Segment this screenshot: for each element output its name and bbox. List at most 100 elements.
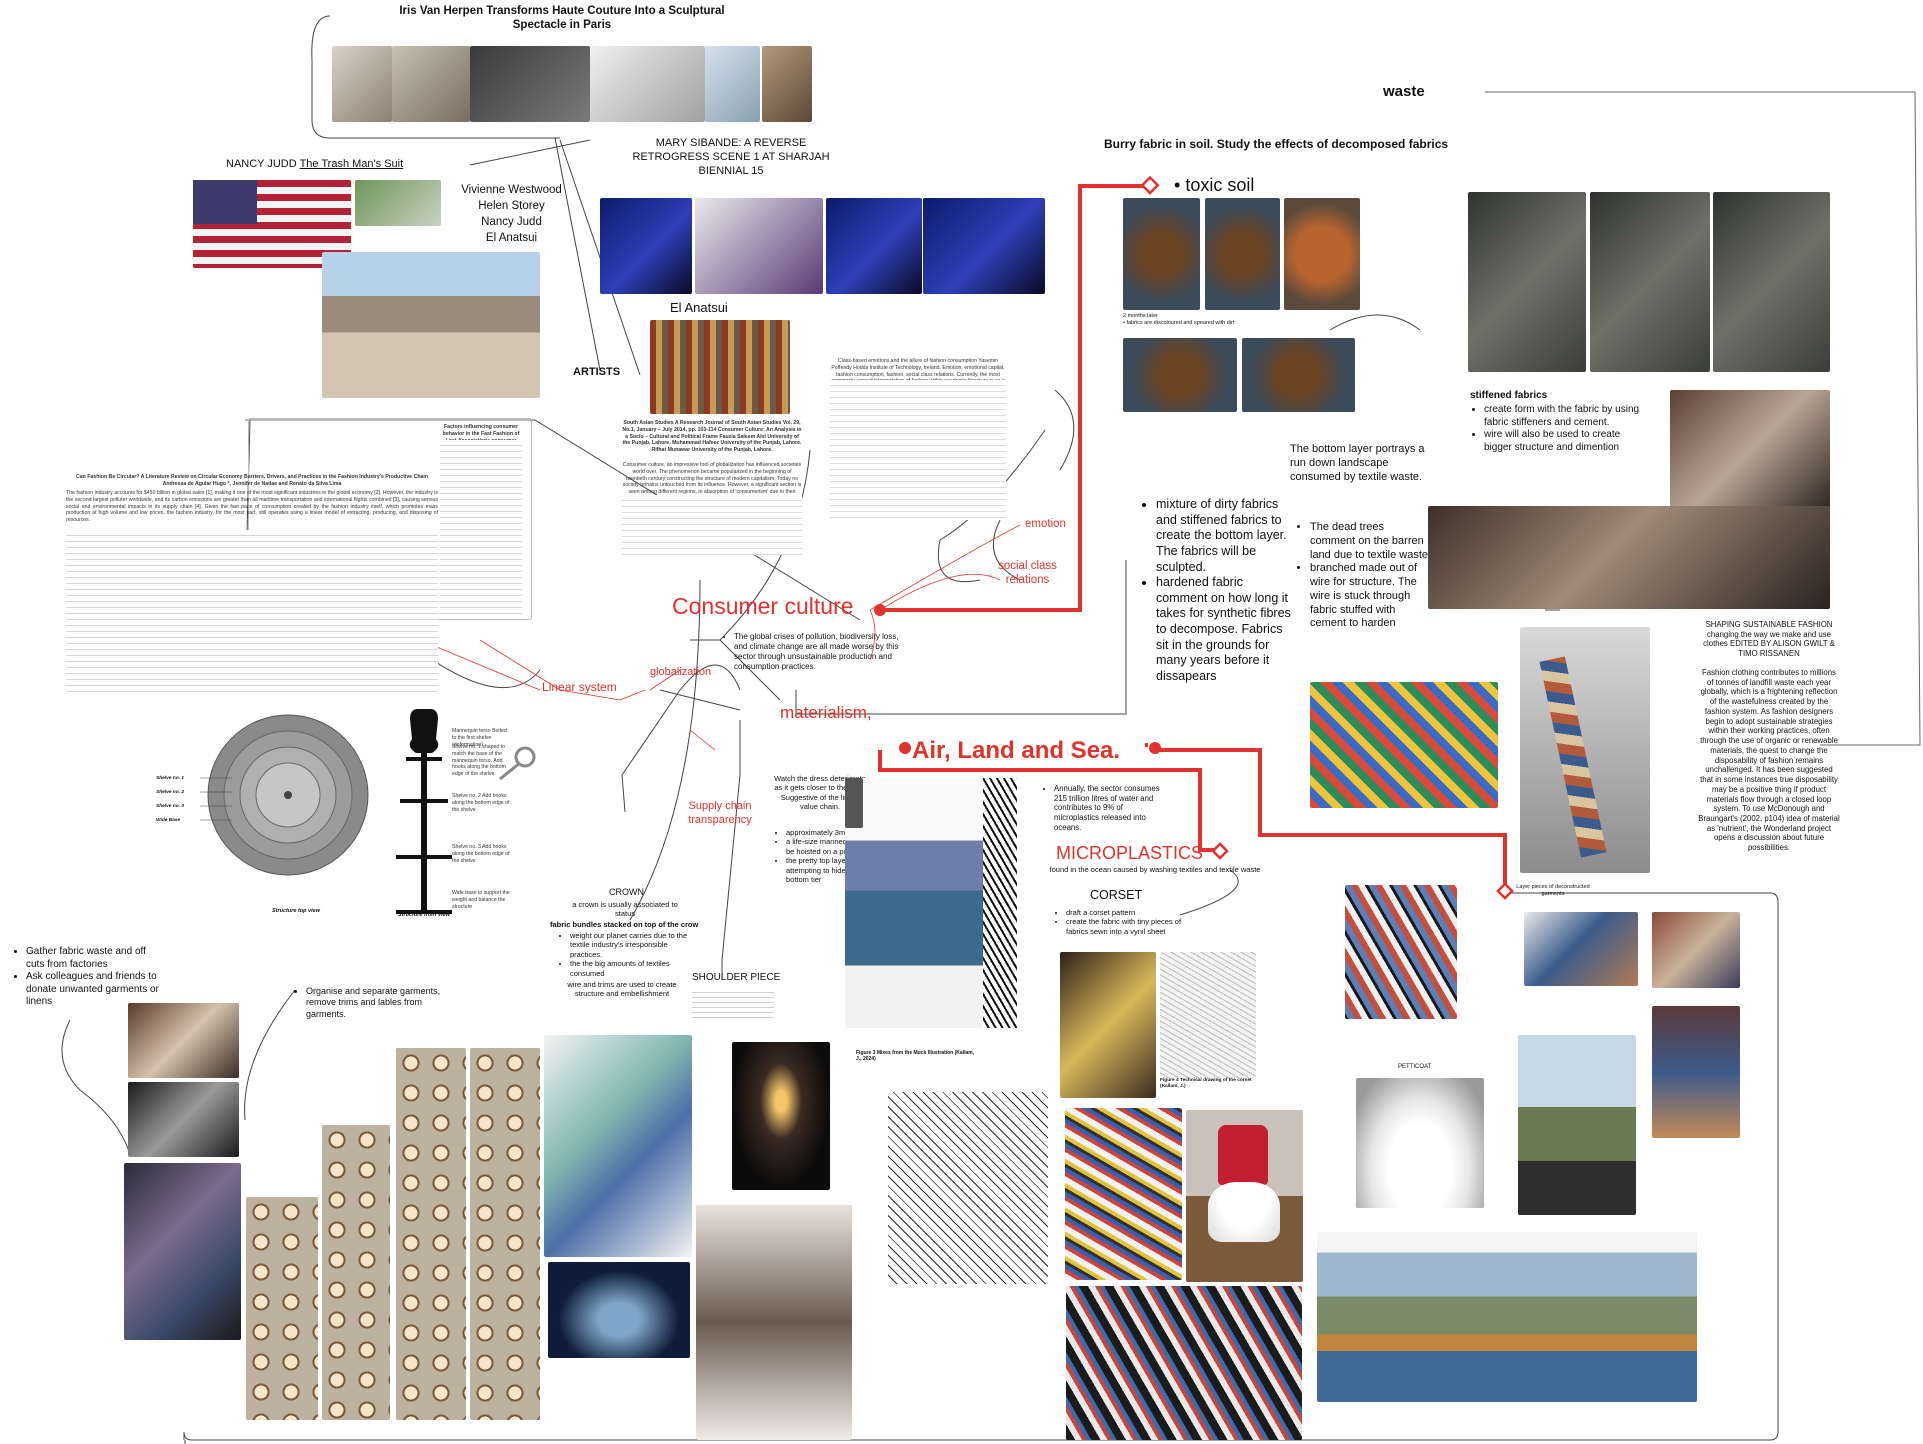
crown-sub: fabric bundles stacked on top of the cro… [550,920,699,929]
layer-pieces-label: Layer pieces of deconstructed garments [1516,884,1590,897]
dead-trees-list: The dead trees comment on the barren lan… [1296,521,1432,631]
stiffened-photo-1 [1670,390,1830,510]
shoulder-text-lines [692,988,774,1018]
artist-name: Nancy Judd [481,216,542,229]
shelve-label-2: Shelve no. 2 [156,790,184,795]
materialism-node: materialism, [780,703,872,722]
soil-caption: 2 months later • fabrics are discoloured… [1123,313,1235,326]
emotion-paper-text-lines [830,380,1006,520]
shoulder-title: SHOULDER PIECE [692,972,781,983]
soil-photo-4 [1123,338,1237,412]
artist-name: El Anatsui [485,232,538,245]
social-class-node: social class relations [998,560,1057,587]
trash-mans-suit-link[interactable]: The Trash Man's Suit [299,158,404,170]
corset-panel-photo [1066,1286,1302,1440]
mannequin-skirt-photo [1186,1110,1303,1282]
mud-fabric-photo-3 [1713,192,1830,372]
torso-note: Mannequin torso Bolted to the first shel… [452,728,507,748]
layer-photo-3 [1652,1006,1740,1138]
fabric-tree-sculpture-photo [1520,627,1650,873]
figure-3-caption: Figure 3 Mixes from the Muck Illustratio… [856,1050,975,1063]
shoulder-piece-photo [696,1205,852,1440]
crown-sketch-photo [548,1262,690,1358]
wide-base-label: Wide Base [156,818,181,823]
sibande-title: MARY SIBANDE: A REVERSE RETROGRESS SCENE… [632,137,830,177]
structure-top-caption: Structure top view [272,908,320,914]
waste-photo-2 [128,1082,239,1157]
stiffened-title: stiffened fabrics [1470,390,1548,401]
layer-photo-1 [1524,912,1638,986]
petticoat-label: PETTICOAT [1398,1064,1432,1070]
tree-stand-photo [1518,1035,1636,1215]
waste-photo-3 [124,1163,241,1340]
emotion-node: emotion [1025,518,1066,530]
soil-photo-3 [1284,198,1360,310]
annual-bullet: Annually, the sector consumes 215 trilli… [1040,784,1170,833]
candle-photo [732,1042,830,1190]
crown-list: weight our planet carries due to the tex… [556,931,696,978]
bodice-sketch [888,1092,1048,1284]
circular-paper-text-lines [66,530,438,695]
el-anatsui-label: El Anatsui [670,300,728,315]
structure-front-caption: Structure front view [398,912,450,918]
el-anatsui-photo [650,320,790,414]
iris-photo-1 [332,46,392,122]
waste-photo-1 [128,1003,239,1078]
nancy-judd-heading: NANCY JUDD The Trash Man's Suit [226,158,404,170]
trash-suit-photo [355,180,441,226]
mixture-list: mixture of dirty fabrics and stiffened f… [1142,497,1294,685]
cups-photo-2 [322,1125,390,1420]
waste-title: waste [1383,83,1425,100]
sibande-photo-4 [923,198,1045,294]
tech-drawing-caption: Figure 4 Technical drawing of the corset… [1160,1078,1252,1089]
sibande-photo-1 [600,198,692,294]
shelve-3-note: Shelve no. 3 Add hooks along the bottom … [452,844,510,864]
microplastics-node: MICROPLASTICS [1056,843,1204,863]
artist-name: Helen Storey [478,200,545,213]
soil-photo-2 [1205,198,1280,310]
shelve-label-1: Shelve no. 1 [156,776,184,781]
mud-fabric-photo-1 [1468,192,1586,372]
shaping-title: SHAPING SUSTAINABLE FASHION changing the… [1703,620,1835,659]
soil-photo-5 [1242,338,1355,412]
nancy-judd-photo [322,252,540,398]
corset-photo [1060,952,1156,1098]
globalization-node: globalization [650,666,712,678]
sketchbook-fabric-photo [1310,682,1498,808]
iris-photo-4 [590,46,705,122]
supply-chain-node: Supply chain transparency [688,800,752,826]
burry-title: Burry fabric in soil. Study the effects … [1104,137,1449,151]
circular-paper-body: The fashion industry accounts for $450 b… [66,490,438,523]
small-fabric-swatch [845,778,863,828]
iris-photo-2 [392,46,470,122]
artists-label: ARTISTS [573,366,621,378]
wide-base-note: Wide base to support the weight and bala… [452,890,510,910]
watch-note: Watch the dress deteriorate as it gets c… [774,774,866,812]
crown-title: CROWN [609,887,644,897]
corset-fabric-photo [1065,1108,1182,1280]
petticoat-photo [1356,1078,1484,1208]
artist-name: Vivienne Westwood [461,184,562,196]
south-asian-text-lines [622,495,802,555]
shelve-1-note: Shelve no. 1 shaped to match the base of… [452,744,506,777]
cups-photo-3 [396,1048,466,1420]
corset-list: draft a corset pattern create the fabric… [1052,908,1187,936]
organise-list: Organise and separate garments, remove t… [292,986,442,1020]
wire-trims-note: wire and trims are used to create struct… [567,980,677,999]
cups-photo-1 [246,1197,318,1420]
corset-technical-drawing [1160,952,1256,1078]
stiffened-photo-2 [1428,506,1830,609]
sibande-photo-2 [695,198,823,294]
linear-system-node: Linear system [542,680,617,694]
bottom-layer-note: The bottom layer portrays a run down lan… [1290,443,1425,483]
mannequin-list: approximately 3m high a life-size manneq… [772,828,872,884]
stiffened-list: create form with the fabric by using fab… [1470,404,1648,454]
cups-photo-4 [470,1048,540,1420]
layer-photo-2 [1652,912,1740,988]
circular-paper-title: Can Fashion Be Circular? A Literature Re… [76,474,428,487]
iris-photo-3 [470,46,590,122]
corset-title: CORSET [1090,888,1143,902]
consumer-bullet: The global crises of pollution, biodiver… [720,632,912,672]
iris-title: Iris Van Herpen Transforms Haute Couture… [399,5,725,32]
iris-photo-6 [762,46,812,122]
